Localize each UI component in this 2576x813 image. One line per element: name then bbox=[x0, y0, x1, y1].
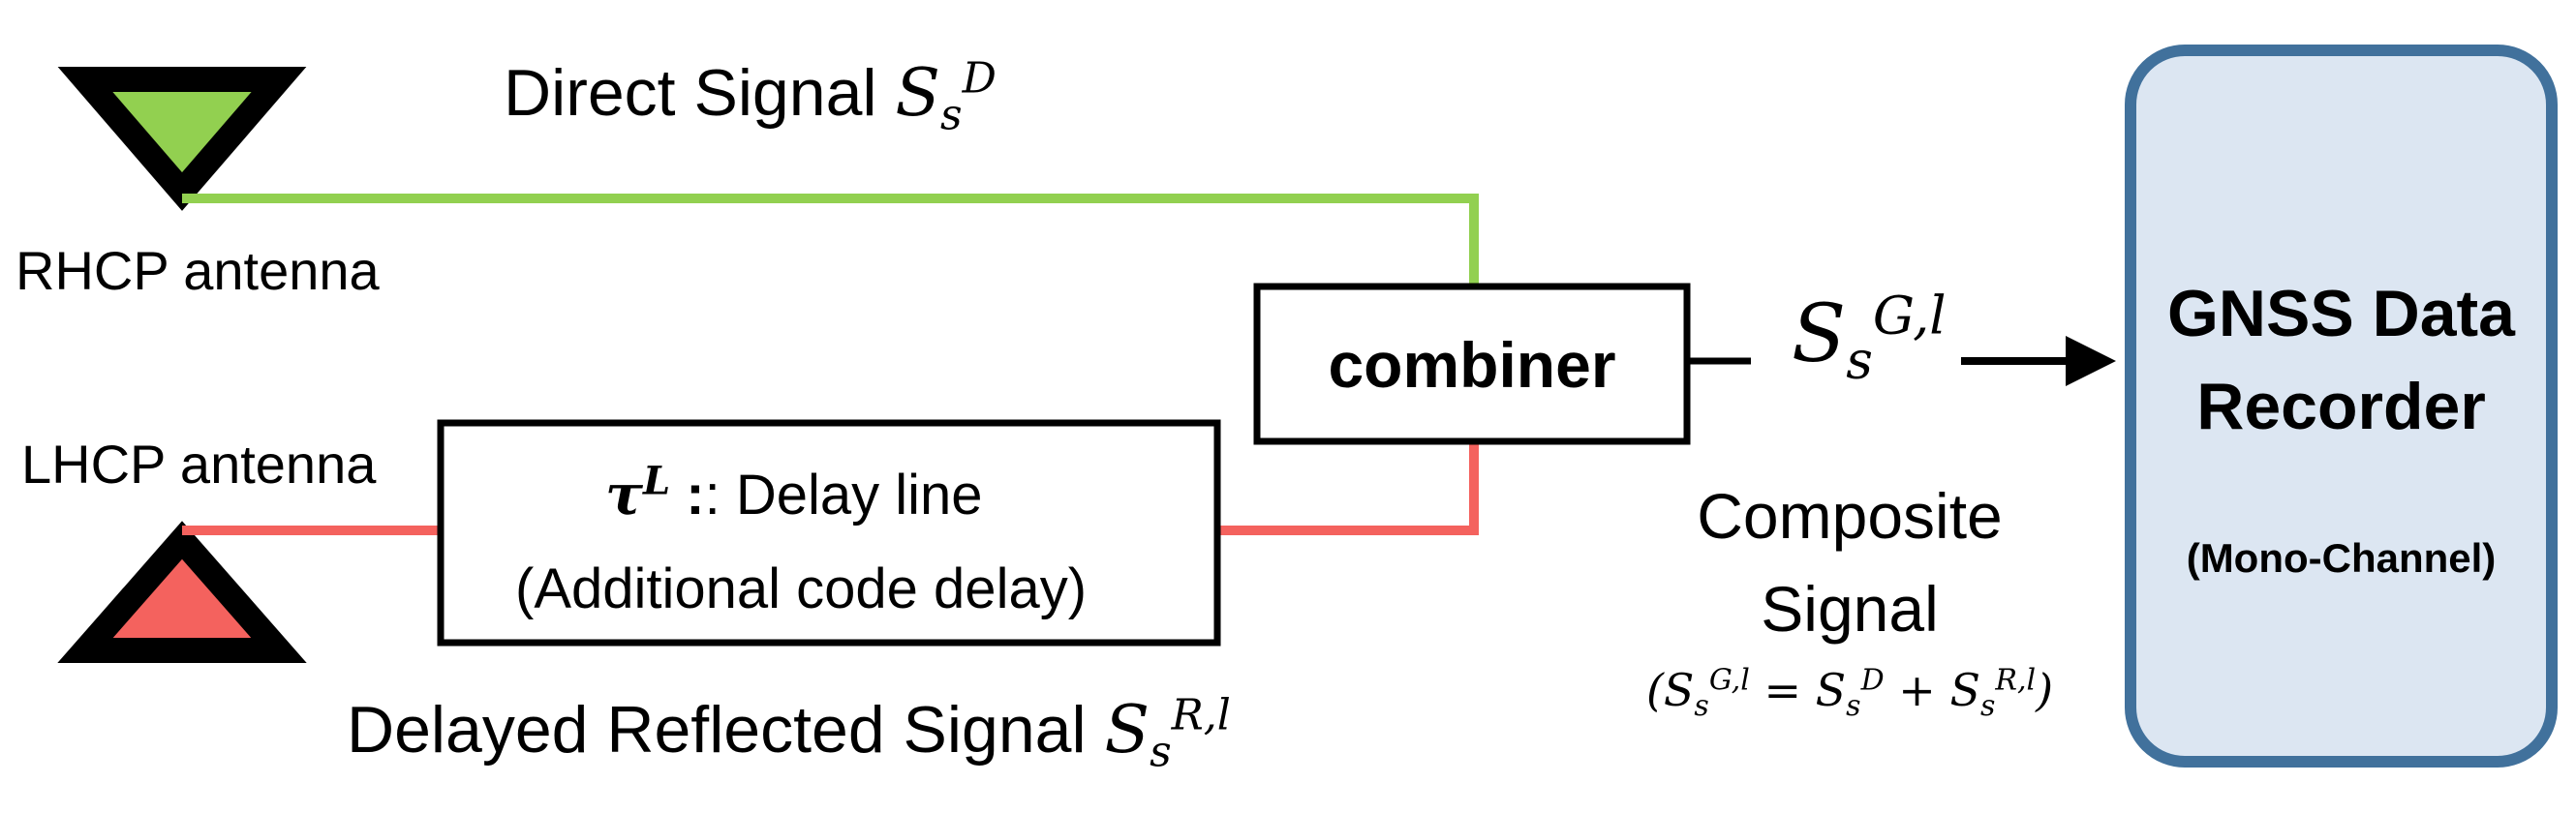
delayed-reflected-signal-label: Delayed Reflected Signal SsR,l bbox=[347, 694, 1231, 773]
recorder-title-line1: GNSS Data bbox=[2167, 277, 2515, 350]
tau-symbol: τL bbox=[605, 458, 671, 527]
direct-signal-symbol: SsD bbox=[895, 53, 997, 140]
direct-signal-label: Direct Signal SsD bbox=[504, 57, 997, 136]
direct-signal-line bbox=[182, 194, 1479, 286]
reflected-signal-symbol: SsR,l bbox=[1104, 690, 1231, 777]
delay-line-box bbox=[437, 419, 1221, 647]
direct-signal-text: Direct Signal bbox=[504, 56, 877, 130]
combiner-box bbox=[1253, 283, 1691, 445]
delay-line-title: τL :: Delay line bbox=[605, 462, 983, 527]
composite-label-line1: Composite bbox=[1697, 480, 2003, 552]
reflected-signal-line-b bbox=[1217, 441, 1479, 535]
rhcp-antenna-icon bbox=[57, 67, 307, 211]
arrow-right-icon bbox=[2066, 336, 2116, 386]
delay-line-text: : Delay line bbox=[704, 464, 983, 527]
gnss-recorder-box bbox=[2125, 45, 2558, 768]
additional-delay-label: (Additional code delay) bbox=[515, 557, 1088, 620]
lhcp-antenna-label: LHCP antenna bbox=[21, 434, 377, 495]
delay-colon: : bbox=[670, 464, 705, 527]
combiner-label: combiner bbox=[1328, 329, 1616, 401]
rhcp-antenna-label: RHCP antenna bbox=[15, 240, 380, 301]
recorder-subtitle: (Mono-Channel) bbox=[2186, 535, 2497, 581]
composite-signal-symbol: SsG,l bbox=[1792, 285, 1947, 391]
composite-equation: (SsG,l = SsD + SsR,l) bbox=[1645, 663, 2054, 724]
recorder-title-line2: Recorder bbox=[2196, 370, 2486, 443]
delayed-reflected-text: Delayed Reflected Signal bbox=[347, 693, 1087, 767]
lhcp-antenna-icon bbox=[57, 521, 307, 663]
composite-label-line2: Signal bbox=[1761, 573, 1939, 645]
